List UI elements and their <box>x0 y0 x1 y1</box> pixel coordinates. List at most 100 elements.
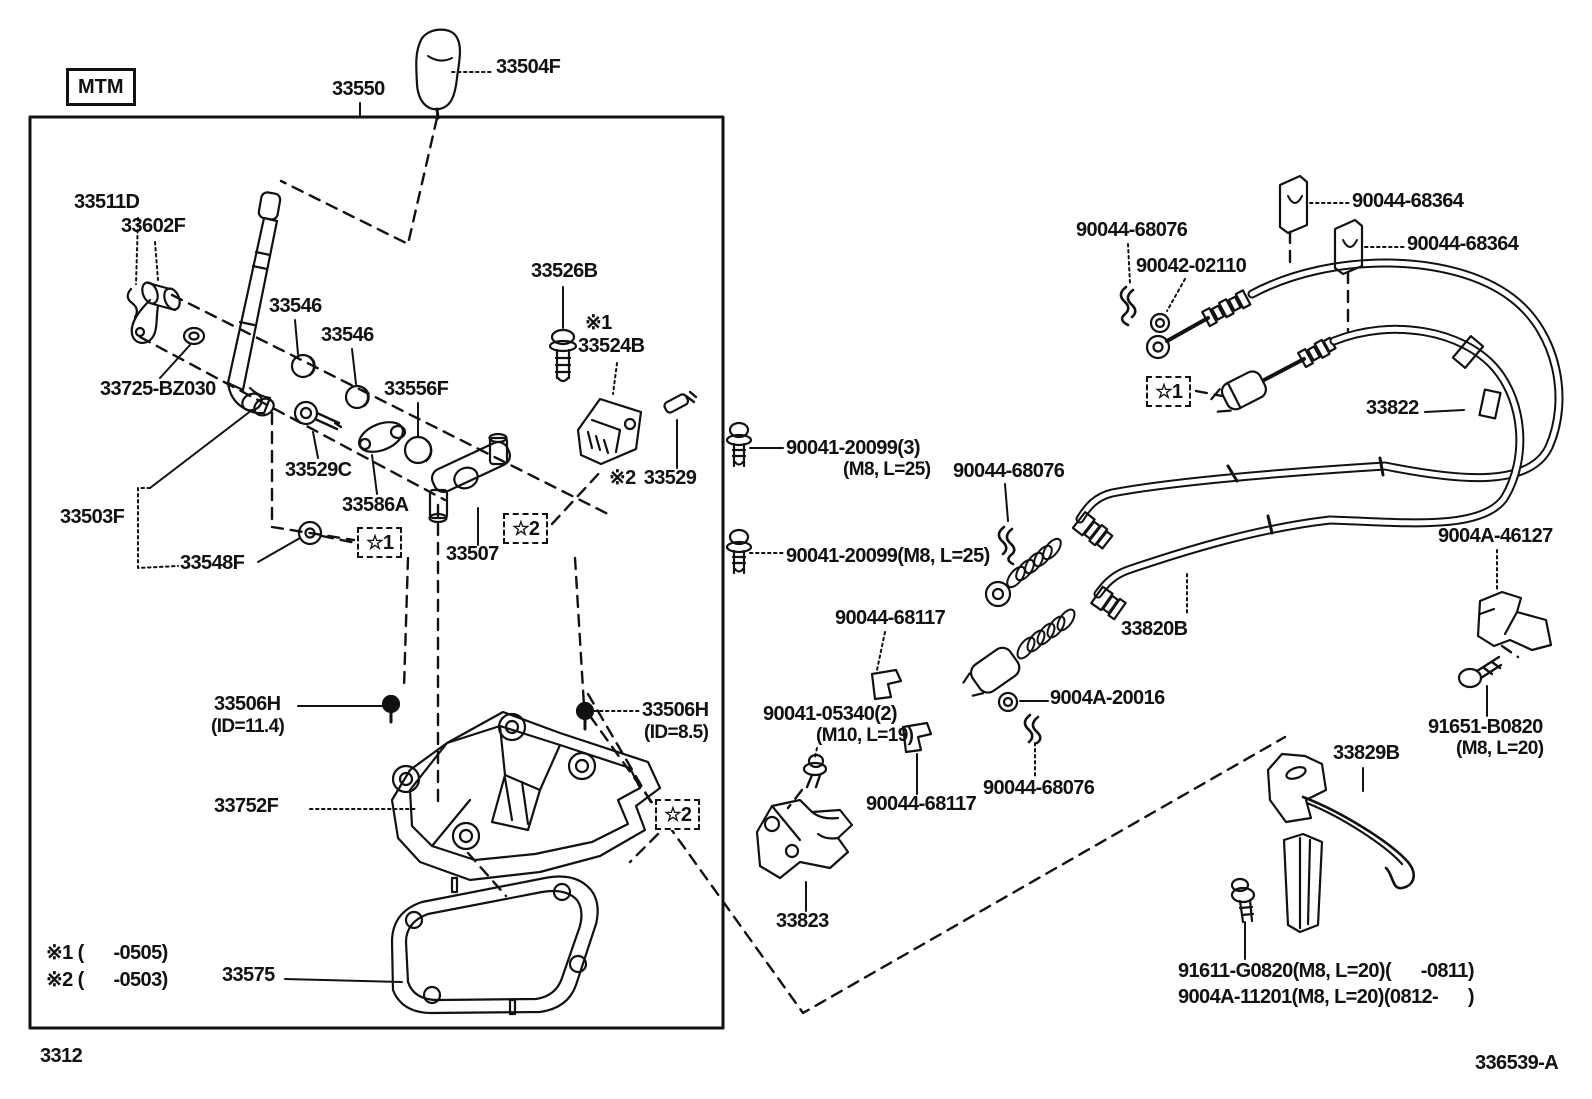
callout-33506H-left-sub: (ID=11.4) <box>211 716 285 737</box>
callout-90044-68364-1: 90044-68364 <box>1352 190 1464 212</box>
clip-90044-68076-mid <box>997 525 1016 566</box>
callout-91611-G0820: 91611-G0820(M8, L=20)( -0811) <box>1178 960 1474 982</box>
bolt-33529 <box>663 390 698 414</box>
callout-33506H-right: 33506H <box>642 699 709 721</box>
bolt-90041-20099-bottom <box>725 528 753 575</box>
collar-33586A <box>358 421 407 453</box>
star2-box-lower: ☆2 <box>655 799 701 830</box>
callout-33575: 33575 <box>222 964 275 986</box>
star1-box-main: ☆1 <box>357 527 403 558</box>
callout-90041-05340: 90041-05340(2) <box>763 703 898 725</box>
footnote-2: ※2 ( -0503) <box>46 969 168 991</box>
shift-shaft-33507 <box>428 432 512 524</box>
mtm-tag: MTM <box>66 68 136 106</box>
footnote-1: ※1 ( -0505) <box>46 942 168 964</box>
bolt-90041-20099-top <box>725 421 753 468</box>
callout-90041-20099-3-sub: (M8, L=25) <box>843 459 931 480</box>
solid-leader-lines <box>149 102 1488 983</box>
callout-91651-B0820-sub: (M8, L=20) <box>1456 738 1544 759</box>
clamp-90044-68364-2 <box>1333 218 1364 276</box>
main-assembly-frame <box>28 115 725 1030</box>
select-lever-33602F <box>126 281 181 344</box>
callout-33529C: 33529C <box>285 459 352 481</box>
callout-33550: 33550 <box>332 78 385 100</box>
bolt-90041-05340 <box>802 753 828 789</box>
gasket-33575 <box>390 875 599 1016</box>
callout-91651-B0820: 91651-B0820 <box>1428 716 1543 738</box>
callout-33503F: 33503F <box>60 506 125 528</box>
washer-9004A-20016 <box>997 691 1019 713</box>
bolt-33526B <box>548 328 578 383</box>
clamp-90044-68364-1 <box>1278 174 1309 235</box>
callout-33506H-left: 33506H <box>214 693 281 715</box>
callout-33602F: 33602F <box>121 215 186 237</box>
callout-9004A-20016: 9004A-20016 <box>1050 687 1165 709</box>
callout-33548F: 33548F <box>180 552 245 574</box>
callout-33529-text: 33529 <box>643 467 697 489</box>
callout-33524B: 33524B <box>578 335 645 357</box>
bolt-91651-B0820 <box>1457 655 1503 689</box>
clip-90044-68076-top <box>1119 285 1137 327</box>
callout-9004A-11201: 9004A-11201(M8, L=20)(0812- ) <box>1178 986 1474 1008</box>
callout-33507: 33507 <box>446 543 499 565</box>
callout-33511D: 33511D <box>74 191 140 213</box>
shift-cable-33820B <box>962 324 1525 697</box>
bushing-33556F <box>403 435 433 465</box>
callout-33822: 33822 <box>1366 397 1419 419</box>
callout-33546-1: 33546 <box>269 295 322 317</box>
cable-spring-lower <box>1016 608 1076 660</box>
cable-spring-upper <box>1006 537 1062 589</box>
snap-pin-33511D <box>126 287 139 319</box>
callout-90041-20099-3: 90041-20099(3) <box>786 437 921 459</box>
callout-9004A-46127: 9004A-46127 <box>1438 525 1553 547</box>
callout-33820B: 33820B <box>1121 618 1188 640</box>
callout-90044-68076-bot: 90044-68076 <box>983 777 1095 799</box>
star1-box-cable: ☆1 <box>1146 376 1192 407</box>
star2-box-main: ☆2 <box>503 513 549 544</box>
callout-33725-BZ030: 33725-BZ030 <box>100 378 216 400</box>
callout-90042-02110: 90042-02110 <box>1136 255 1247 277</box>
callout-33506H-right-sub: (ID=8.5) <box>644 722 709 743</box>
callout-33556F: 33556F <box>384 378 449 400</box>
shift-lever <box>226 191 282 417</box>
select-cable-33822 <box>984 258 1564 608</box>
callout-90044-68076-top: 90044-68076 <box>1076 219 1188 241</box>
callout-33524B-ref: ※1 <box>585 312 612 334</box>
callout-90044-68117-lower: 90044-68117 <box>866 793 977 815</box>
bolt-33529C <box>293 400 343 431</box>
washer-33725-BZ030 <box>182 326 206 346</box>
callout-90044-68076-mid: 90044-68076 <box>953 460 1065 482</box>
callout-33504F: 33504F <box>496 56 561 78</box>
callout-33586A: 33586A <box>342 494 409 516</box>
callout-33529: ※2 33529 <box>609 467 697 489</box>
clip-90044-68076-bot <box>1023 713 1042 745</box>
bracket-90044-68117-upper <box>870 668 903 701</box>
shift-knob <box>415 28 462 120</box>
bracket-9004A-46127 <box>1476 590 1553 652</box>
callout-33526B: 33526B <box>531 260 598 282</box>
callout-33529-ref: ※2 <box>609 467 636 489</box>
callout-90044-68117-upper: 90044-68117 <box>835 607 946 629</box>
washer-90042-02110 <box>1149 312 1171 334</box>
bushing-33546-2 <box>344 384 370 410</box>
bracket-90044-68117-lower <box>901 721 933 754</box>
support-33829B <box>1266 752 1415 934</box>
bracket-33823 <box>755 798 854 880</box>
callout-33823: 33823 <box>776 910 829 932</box>
callout-90044-68364-2: 90044-68364 <box>1407 233 1519 255</box>
bushing-33546-1 <box>290 353 316 379</box>
sheet-code: 336539-A <box>1475 1052 1559 1074</box>
retainer-33752F <box>390 710 662 882</box>
grommet-33506H-right <box>575 701 595 731</box>
figure-number: 3312 <box>40 1045 83 1067</box>
callout-33546-2: 33546 <box>321 324 374 346</box>
callout-90041-05340-sub: (M10, L=19) <box>816 725 914 746</box>
callout-90041-20099: 90041-20099(M8, L=25) <box>786 545 990 567</box>
bolt-91611 <box>1230 877 1256 924</box>
callout-33829B: 33829B <box>1333 742 1400 764</box>
washer-33548F <box>297 520 323 546</box>
callout-33752F: 33752F <box>214 795 279 817</box>
bracket-33524B <box>576 397 643 466</box>
